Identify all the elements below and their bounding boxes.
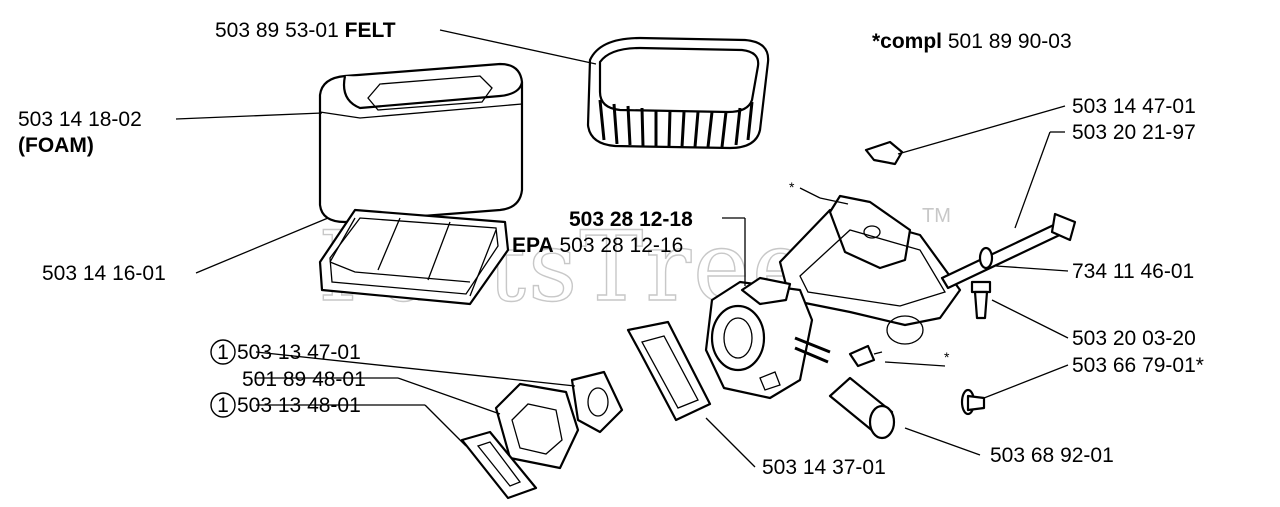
clip-part xyxy=(864,140,904,166)
asterisk-marker: * xyxy=(944,349,950,365)
callout-503-68-92-01: 503 68 92-01 xyxy=(990,444,1114,467)
fitting-part xyxy=(848,344,883,368)
svg-text:503 13 47-01: 503 13 47-01 xyxy=(237,341,361,364)
svg-text:503 13 48-01: 503 13 48-01 xyxy=(237,394,361,417)
leader-lines xyxy=(175,29,1069,468)
circle-marker xyxy=(210,339,236,365)
long-screw-part xyxy=(940,212,1077,290)
svg-text:1: 1 xyxy=(217,341,229,364)
callout-foam-label: (FOAM) xyxy=(18,134,94,157)
intake-gasket-part xyxy=(626,320,712,422)
watermark-trademark: TM xyxy=(922,205,951,227)
flat-gasket-part xyxy=(460,430,538,500)
callout-503-13-48-01: 1 503 13 48-01 xyxy=(210,392,361,418)
circle-marker xyxy=(210,392,236,418)
callout-carb-epa: EPA 503 28 12-16 xyxy=(512,234,683,257)
callout-frame: 503 14 16-01 xyxy=(42,262,166,285)
gasket-ring-part xyxy=(570,370,624,434)
callout-503-66-79-01: 503 66 79-01* xyxy=(1072,354,1204,377)
foam-filter-part xyxy=(318,62,524,224)
callout-foam-number: 503 14 18-02 xyxy=(18,108,142,131)
callout-501-89-48-01: 501 89 48-01 xyxy=(242,368,366,391)
note-compl: *compl 501 89 90-03 xyxy=(872,30,1072,53)
callout-734-11-46-01: 734 11 46-01 xyxy=(1072,260,1194,283)
callout-carb: 503 28 12-18 xyxy=(569,208,693,231)
carburetor-part xyxy=(704,276,831,400)
svg-text:1: 1 xyxy=(217,394,229,417)
callout-503-20-21-97: 503 20 21-97 xyxy=(1072,121,1196,144)
tube-part xyxy=(828,376,896,440)
felt-filter-part xyxy=(586,36,770,150)
plug-part xyxy=(960,388,986,416)
filter-frame-part xyxy=(318,208,510,306)
callout-503-13-47-01: 1 503 13 47-01 xyxy=(210,339,361,365)
short-screw-part xyxy=(970,280,992,320)
asterisk-marker: * xyxy=(789,179,795,195)
callout-503-14-37-01: 503 14 37-01 xyxy=(762,456,886,479)
callout-felt: 503 89 53-01 FELT xyxy=(215,19,396,42)
callout-503-14-47-01: 503 14 47-01 xyxy=(1072,95,1196,118)
cover-housing-part xyxy=(778,194,962,345)
callout-503-20-03-20: 503 20 03-20 xyxy=(1072,327,1196,350)
